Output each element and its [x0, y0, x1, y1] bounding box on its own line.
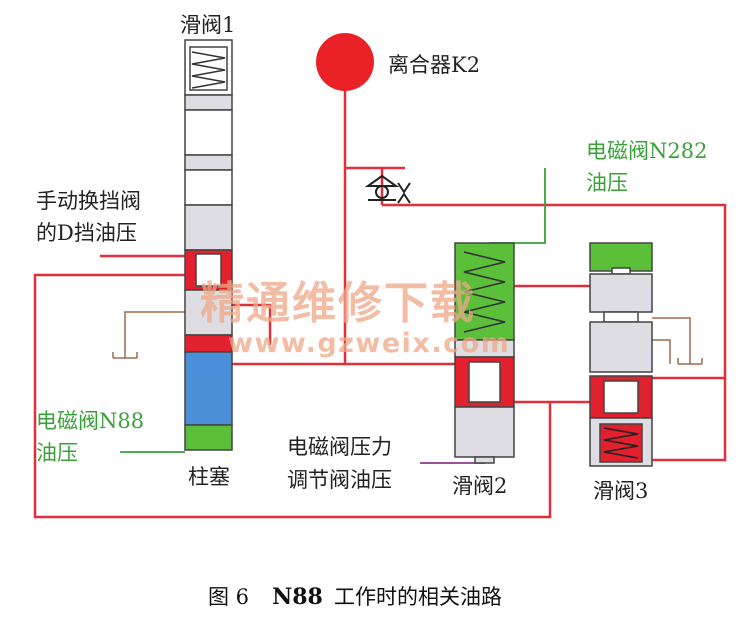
label-manual-valve-1: 手动换挡阀 — [36, 189, 141, 213]
label-n88-2: 油压 — [36, 441, 78, 465]
valve3-spring-icon — [603, 427, 639, 459]
label-plunger: 柱塞 — [188, 465, 230, 489]
label-manual-valve-2: 的D挡油压 — [36, 221, 137, 245]
valve2-spring-icon — [463, 251, 506, 333]
label-valve2: 滑阀2 — [452, 474, 507, 498]
label-valve1: 滑阀1 — [180, 13, 235, 37]
caption-text: 工作时的相关油路 — [334, 585, 502, 609]
drain-symbol-left — [112, 352, 138, 359]
caption-prefix: 图 6 — [208, 585, 249, 609]
spool-valve-2 — [454, 242, 515, 464]
drain-lines — [112, 311, 703, 365]
label-n282-1: 电磁阀N282 — [586, 139, 707, 163]
clutch-k2-icon — [316, 33, 374, 91]
oil-line-valve1-side-stub — [232, 303, 272, 345]
caption-code: N88 — [272, 584, 323, 610]
figure-caption: 图 6 N88 工作时的相关油路 — [208, 584, 502, 610]
drain-line-left — [124, 311, 185, 358]
label-pressure-regulator-1: 电磁阀压力 — [287, 435, 392, 459]
watermark-url: www.gzweix.com — [228, 328, 510, 359]
oil-line-outer-loop — [33, 273, 552, 519]
label-n282-2: 油压 — [586, 171, 628, 195]
spool-valve-3 — [589, 242, 653, 467]
watermark-cn: 精通维修下载 — [200, 278, 476, 329]
oil-line-valve3-bottom — [652, 378, 727, 462]
drain-line-valve3-mid — [652, 339, 671, 364]
label-n88-1: 电磁阀N88 — [36, 409, 144, 433]
orifice-icon — [397, 182, 411, 204]
valve1-spring-icon — [191, 51, 226, 89]
check-valve-icon — [364, 174, 400, 201]
oil-lines — [33, 90, 727, 519]
label-valve3: 滑阀3 — [593, 479, 648, 503]
label-pressure-regulator-2: 调节阀油压 — [287, 468, 392, 492]
drain-symbol-valve3 — [677, 358, 703, 365]
watermark: 精通维修下载 www.gzweix.com — [200, 278, 510, 359]
oil-line-right-loop — [382, 203, 727, 380]
label-clutch-k2: 离合器K2 — [388, 53, 480, 77]
spool-valve-1 — [184, 39, 233, 451]
drain-line-valve3 — [652, 317, 691, 364]
